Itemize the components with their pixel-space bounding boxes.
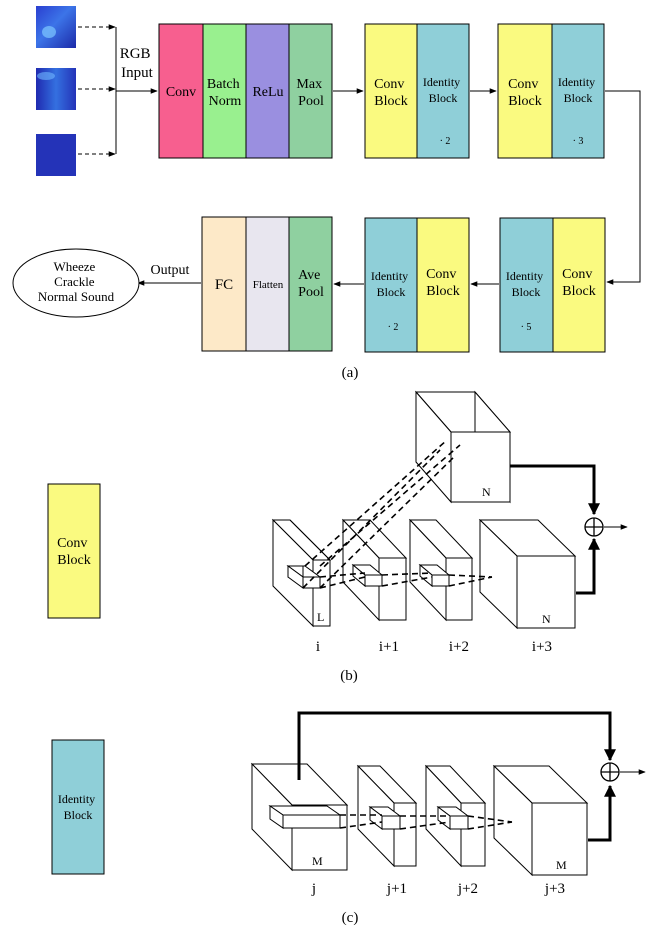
shortcut-conv-cube	[414, 390, 512, 504]
fc-layer	[201, 216, 247, 352]
multiplier-stage-4: · 2	[388, 322, 399, 333]
stem-layers: Conv Batch Norm ReLu Max Pool	[158, 23, 333, 159]
conv-block-label: Conv Block	[562, 267, 596, 299]
spectrogram-image-1	[36, 6, 76, 48]
identity-block-legend-label: Identity Block	[58, 792, 98, 822]
avepool-layer	[288, 216, 333, 352]
head-layers: FC Flatten Ave Pool	[201, 216, 333, 352]
index-i-plus-3: i+3	[532, 639, 552, 655]
output-classes-ellipse	[12, 248, 140, 318]
multiplier-stage-3: · 5	[521, 322, 532, 333]
index-j-plus-3: j+3	[544, 881, 565, 897]
conv-block-stage-1	[364, 23, 418, 159]
panel-a: RGB Input Conv Batch Norm ReLu Max Pool	[12, 6, 641, 381]
identity-block-label: Identity Block	[558, 75, 598, 105]
index-j-plus-2: j+2	[457, 881, 478, 897]
add-operator-c	[600, 762, 620, 782]
maxpool-label: Max Pool	[296, 77, 325, 109]
last-cube-label: N	[542, 612, 551, 626]
spectrogram-image-3	[36, 134, 76, 176]
shortcut-path-c	[297, 711, 616, 780]
relu-label: ReLu	[252, 85, 283, 100]
conv-block-stage-3	[552, 217, 606, 353]
conv-block-label: Conv Block	[508, 77, 542, 109]
index-i-plus-2: i+2	[449, 639, 469, 655]
caption-b: (b)	[340, 668, 358, 684]
kernel-box-i-plus-1	[351, 563, 384, 588]
caption-c: (c)	[342, 910, 359, 926]
panel-c: Identity Block M	[51, 711, 646, 926]
index-i: i	[316, 639, 320, 655]
avepool-label: Ave Pool	[298, 268, 324, 300]
stage-4: Identity Block Conv Block · 2	[364, 217, 470, 353]
conv-layer	[158, 23, 204, 159]
main-path-c	[588, 784, 616, 842]
maxpool-layer	[288, 23, 333, 159]
identity-block-stage-3	[499, 217, 554, 353]
main-path-b	[576, 537, 600, 595]
identity-block-stage-4	[364, 217, 418, 353]
identity-block-stage-1	[416, 23, 470, 159]
batchnorm-label: Batch Norm	[207, 77, 243, 109]
identity-block-label: Identity Block	[423, 75, 463, 105]
conv-block-legend-label: Conv Block	[57, 536, 91, 568]
flatten-label: Flatten	[253, 279, 284, 291]
conv-block-stage-4	[416, 217, 470, 353]
convolution-dashed-lines-c	[339, 814, 513, 830]
convolution-dashed-lines	[302, 439, 493, 589]
stage-2: Conv Block Identity Block · 3	[497, 23, 605, 159]
index-i-plus-1: i+1	[379, 639, 399, 655]
panel-b: Conv Block N L	[47, 390, 628, 684]
stage-3: Identity Block Conv Block · 5	[499, 217, 606, 353]
cube-j-plus-3	[492, 764, 589, 877]
cube-i-plus-1	[341, 518, 408, 622]
identity-block-stage-2	[551, 23, 605, 159]
rgb-input-label: RGB Input	[120, 46, 155, 81]
index-j: j	[311, 881, 316, 897]
shortcut-path-b	[510, 464, 600, 516]
index-j-plus-1: j+1	[386, 881, 407, 897]
spectrogram-inputs	[36, 6, 76, 176]
conv-block-stage-2	[497, 23, 553, 159]
first-cube-label-c: M	[312, 854, 323, 868]
conv-block-label: Conv Block	[374, 77, 408, 109]
conv-block-legend	[47, 483, 101, 619]
kernel-box-j	[268, 805, 342, 829]
conv-label: Conv	[166, 85, 196, 100]
add-operator-b	[584, 517, 604, 537]
identity-block-label: Identity Block	[371, 269, 411, 299]
last-cube-label-c: M	[556, 858, 567, 872]
caption-a: (a)	[342, 365, 359, 381]
multiplier-stage-2: · 3	[573, 136, 584, 147]
first-cube-label: L	[317, 610, 324, 624]
shortcut-cube-label: N	[482, 485, 491, 499]
cube-i-plus-3	[478, 518, 577, 630]
kernel-box-i	[286, 565, 322, 589]
identity-block-legend	[51, 739, 105, 875]
multiplier-stage-1: · 2	[440, 136, 451, 147]
identity-block-label: Identity Block	[506, 269, 546, 299]
output-classes: Wheeze Crackle Normal Sound	[38, 259, 115, 304]
output-label: Output	[151, 263, 190, 278]
fc-label: FC	[215, 277, 233, 293]
stage-1: Conv Block Identity Block · 2	[364, 23, 470, 159]
conv-block-label: Conv Block	[426, 267, 460, 299]
